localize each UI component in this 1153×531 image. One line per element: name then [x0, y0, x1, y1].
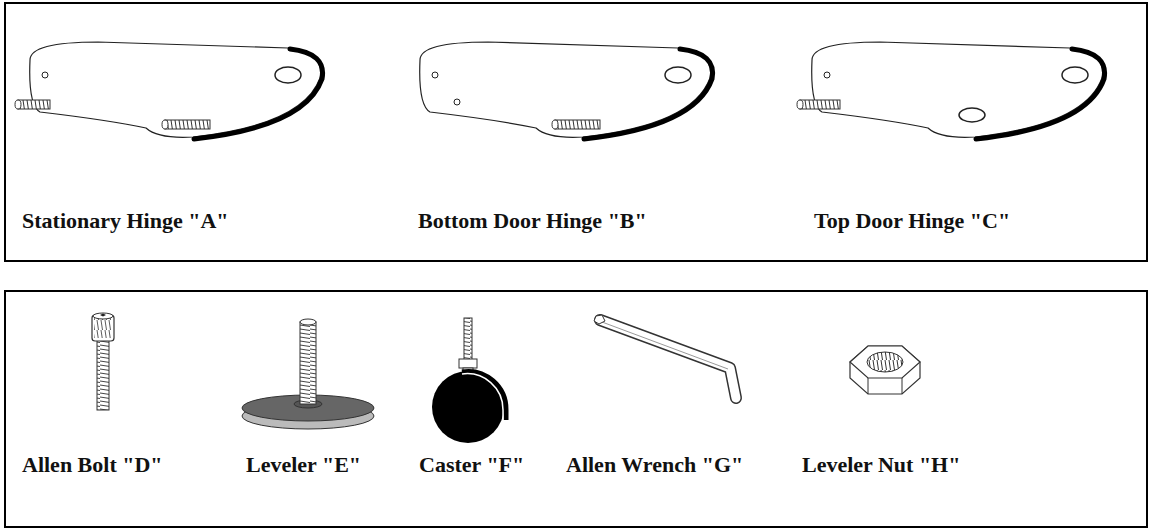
allen-wrench: [594, 315, 736, 398]
hinge-plate: [797, 42, 1105, 139]
leveler: [242, 319, 374, 429]
hinge-plate: [15, 42, 323, 139]
part-label: Stationary Hinge "A": [22, 208, 229, 234]
hinge-plate: [420, 42, 713, 139]
part-label: Bottom Door Hinge "B": [418, 208, 647, 234]
part-label: Allen Wrench "G": [566, 452, 743, 478]
part-label: Top Door Hinge "C": [814, 208, 1010, 234]
leveler-nut: [850, 346, 920, 394]
hardware-panel: Allen Bolt "D" Leveler "E" Caster "F" Allen…: [4, 290, 1148, 528]
hinge-panel: Stationary Hinge "A" Bottom Door Hinge "B…: [4, 2, 1148, 262]
caster: [432, 318, 506, 443]
part-label: Leveler "E": [246, 452, 361, 478]
allen-bolt: [92, 313, 114, 410]
part-label: Leveler Nut "H": [802, 452, 960, 478]
part-label: Allen Bolt "D": [22, 452, 163, 478]
part-label: Caster "F": [419, 452, 524, 478]
